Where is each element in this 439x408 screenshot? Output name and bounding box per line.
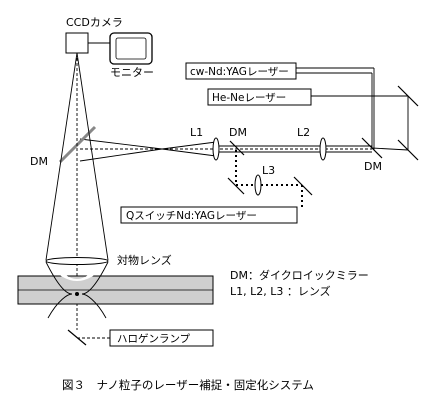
legend-dm: DM：ダイクロイックミラー	[230, 268, 369, 282]
laser-beams-top	[296, 67, 409, 150]
lens-l3	[254, 174, 262, 196]
focus-cone-mask	[46, 262, 108, 281]
hene-laser-label: He-Neレーザー	[212, 92, 286, 104]
cw-laser-box	[185, 62, 297, 80]
dm-left-label: DM	[30, 155, 48, 168]
halogen-box	[109, 329, 214, 347]
figure-caption: 図３ ナノ粒子のレーザー補捉・固定化システム	[62, 378, 314, 392]
focus-cone-right	[81, 261, 109, 319]
cw-laser-label: cw-Nd:YAGレーザー	[190, 66, 289, 78]
hene-laser-box	[207, 88, 312, 106]
imaging-beam	[45, 52, 109, 261]
halogen-label: ハロゲンランプ	[117, 333, 191, 345]
qswitch-beam	[235, 150, 303, 207]
objective-lens	[45, 257, 109, 265]
monitor-label: モニター	[110, 66, 154, 79]
halogen-mirror	[67, 329, 87, 346]
lens-l1-label: L1	[190, 126, 203, 139]
lens-l2	[319, 137, 327, 161]
ccd-camera	[65, 32, 89, 54]
dm-middle-label: DM	[229, 126, 247, 139]
nanoparticle	[75, 292, 79, 296]
qswitch-laser-label: QスイッチNd:YAGレーザー	[126, 210, 257, 222]
dm-right-label: DM	[364, 160, 382, 173]
qswitch-laser-box	[120, 206, 298, 224]
monitor	[109, 32, 153, 65]
dm-middle	[229, 140, 245, 156]
lens-l1	[212, 137, 220, 161]
mirror-upper-right	[397, 85, 419, 107]
mirror-qswitch	[293, 176, 313, 196]
legend-lens: L1, L2, L3 ：レンズ	[230, 284, 331, 298]
monitor-screen	[115, 37, 147, 60]
main-beam	[79, 138, 409, 162]
ccd-camera-label: CCDカメラ	[66, 16, 123, 29]
focus-cone-left	[45, 261, 73, 319]
objective-label: 対物レンズ	[117, 253, 172, 267]
lens-l2-label: L2	[297, 126, 310, 139]
lens-l3-label: L3	[262, 164, 275, 177]
mirror-qswitch-left	[227, 177, 245, 195]
